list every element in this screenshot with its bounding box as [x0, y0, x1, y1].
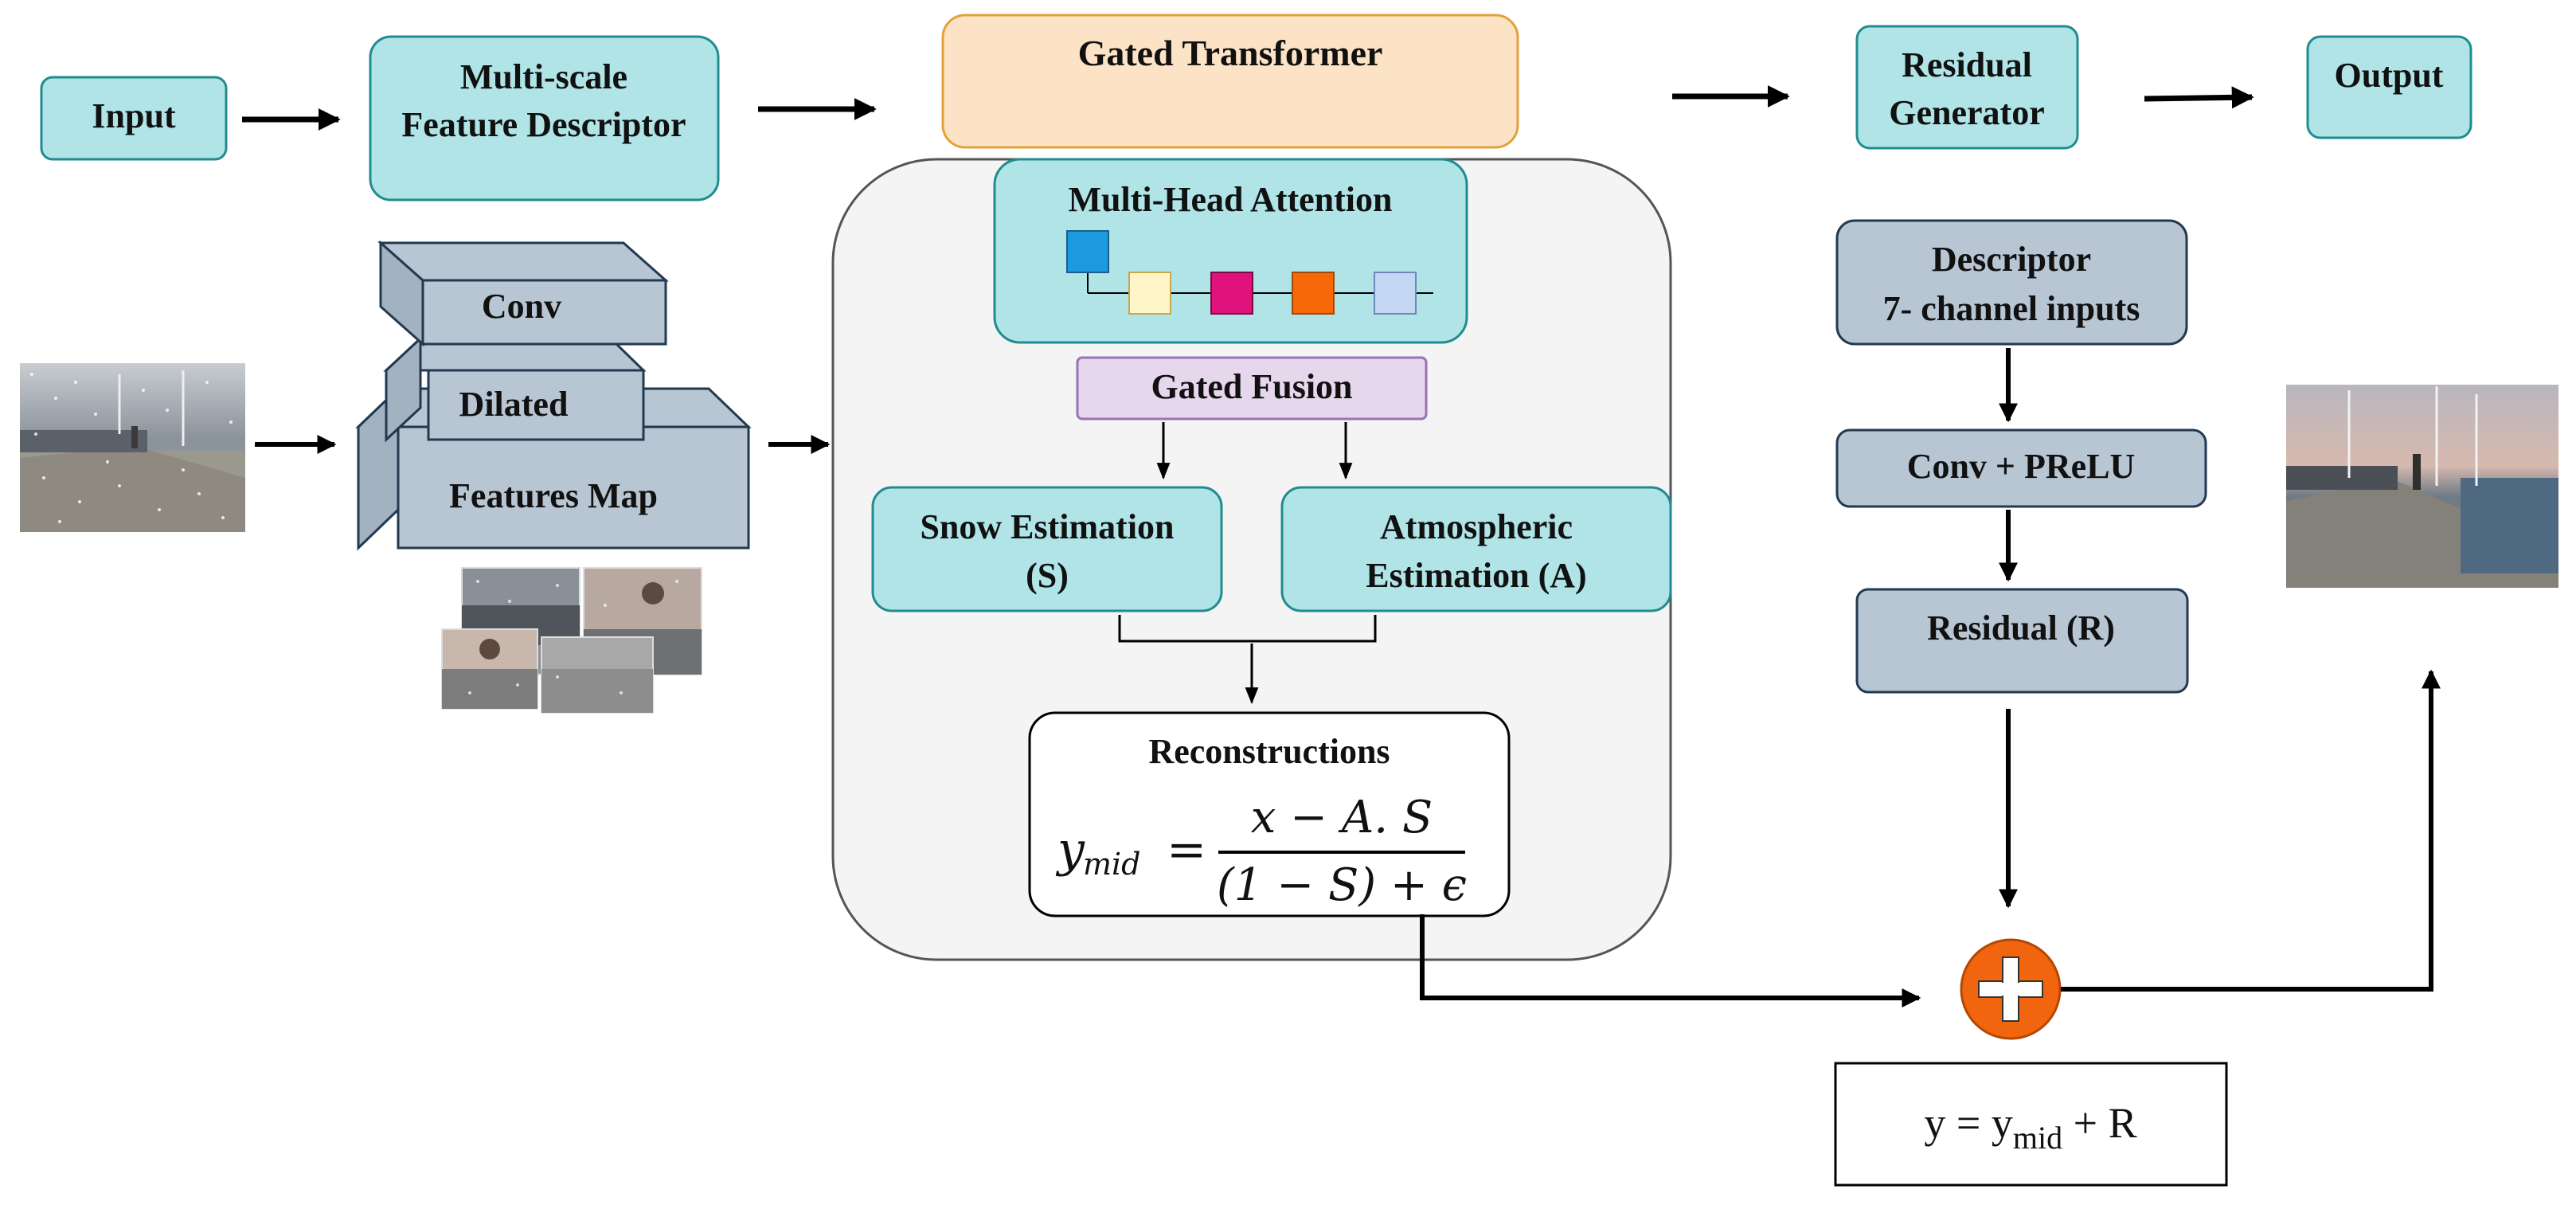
- attention-token: [1374, 272, 1417, 315]
- arrow-reconstruction-to-adder: [1420, 914, 1921, 1007]
- gated-transformer-node: Gated Transformer: [941, 14, 1519, 149]
- attention-token: [1128, 272, 1171, 315]
- snow-estimation-node: Snow Estimation (S): [871, 486, 1223, 612]
- input-node: Input: [40, 76, 228, 161]
- formula-lhs-var: y: [1055, 822, 1085, 878]
- final-formula: y = ymid + R: [1924, 1099, 2136, 1156]
- arrow-adder-to-output-image: [2061, 669, 2441, 992]
- residual-r-node: Residual (R): [1855, 588, 2189, 694]
- gated-transformer-label: Gated Transformer: [1078, 33, 1383, 73]
- clean-output-image: [2286, 385, 2558, 588]
- snowy-input-image: [20, 363, 245, 532]
- atmospheric-estimation-node: Atmospheric Estimation (A): [1280, 486, 1672, 612]
- attention-token: [1292, 272, 1335, 315]
- atmo-label-line1: Atmospheric: [1380, 507, 1573, 546]
- output-node: Output: [2306, 35, 2472, 139]
- final-formula-node: y = ymid + R: [1834, 1062, 2228, 1187]
- attention-token: [1210, 272, 1253, 315]
- output-label: Output: [2335, 56, 2444, 95]
- residual-r-label: Residual (R): [1927, 608, 2115, 647]
- descriptor-label-line2: 7- channel inputs: [1883, 289, 2140, 328]
- mfd-label-line2: Feature Descriptor: [401, 105, 686, 144]
- mfd-label-line1: Multi-scale: [460, 57, 627, 96]
- dilated-label: Dilated: [459, 385, 569, 424]
- descriptor-node: Descriptor 7- channel inputs: [1835, 219, 2188, 346]
- conv-label: Conv: [482, 287, 561, 326]
- residual-generator-node: Residual Generator: [1855, 25, 2079, 150]
- mha-label: Multi-Head Attention: [1069, 180, 1393, 219]
- conv-prelu-label: Conv + PReLU: [1907, 447, 2136, 486]
- atmo-label-line2: Estimation (A): [1366, 556, 1586, 595]
- multiscale-feature-descriptor-node: Multi-scale Feature Descriptor: [369, 35, 720, 201]
- attention-token: [1066, 230, 1109, 273]
- descriptor-label-line1: Descriptor: [1932, 240, 2091, 279]
- feature-thumbnails: [441, 567, 702, 714]
- multi-head-attention-node: Multi-Head Attention: [993, 158, 1468, 344]
- adder-node: [1960, 938, 2062, 1040]
- reconstruction-formula: y mid = x − A. S (1 − S) + ϵ: [1055, 792, 1467, 911]
- reconstructions-label: Reconstructions: [1148, 732, 1390, 771]
- formula-denominator: (1 − S) + ϵ: [1217, 859, 1467, 911]
- formula-lhs-sub: mid: [1083, 847, 1141, 882]
- snow-label-line1: Snow Estimation: [920, 507, 1174, 546]
- formula-eq: =: [1167, 822, 1206, 878]
- arrow-residual-gen-to-output: [2144, 86, 2254, 109]
- input-label: Input: [92, 96, 176, 135]
- residual-gen-label-line1: Residual: [1902, 45, 2032, 84]
- merge-connector: [1118, 615, 1377, 643]
- snow-label-line2: (S): [1026, 556, 1069, 595]
- features-map-label: Features Map: [449, 476, 658, 515]
- formula-numerator: x − A. S: [1251, 792, 1433, 843]
- conv-block: Conv: [377, 240, 669, 347]
- gated-fusion-label: Gated Fusion: [1151, 367, 1352, 406]
- conv-prelu-node: Conv + PReLU: [1835, 428, 2207, 508]
- residual-gen-label-line2: Generator: [1889, 93, 2044, 132]
- reconstructions-node: Reconstructions y mid = x − A. S (1 − S)…: [1028, 711, 1511, 917]
- gated-fusion-node: Gated Fusion: [1076, 356, 1428, 421]
